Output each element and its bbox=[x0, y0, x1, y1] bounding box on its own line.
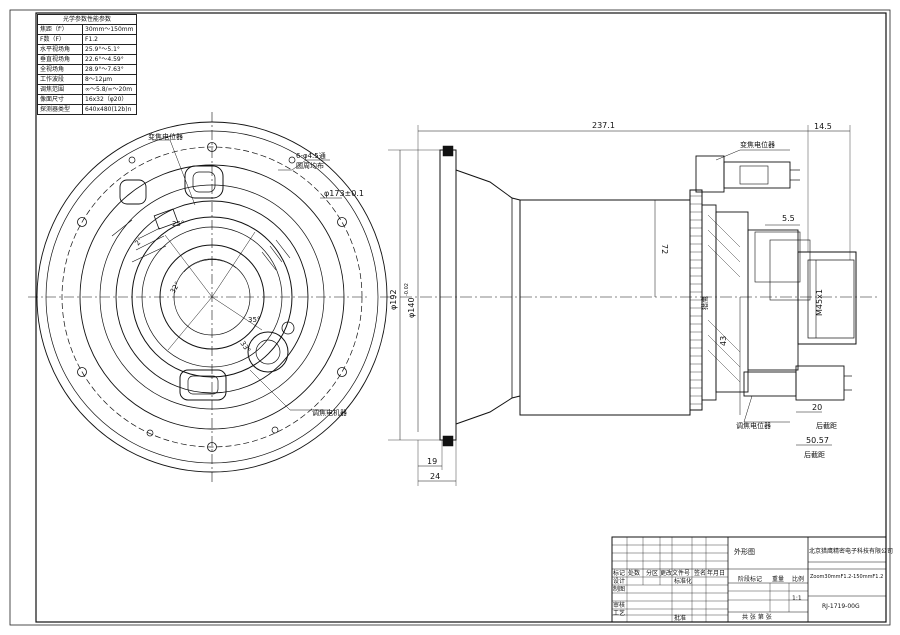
spec-key: F数（F） bbox=[37, 34, 83, 45]
front-focus-motor-label: 调焦电机器 bbox=[312, 408, 347, 417]
front-view bbox=[28, 112, 388, 482]
spec-value: 25.9°～5.1° bbox=[82, 44, 137, 55]
dim-50-57: 50.57 bbox=[806, 436, 829, 445]
dim-140: φ140 bbox=[407, 297, 416, 318]
dim-72: 72 bbox=[660, 244, 669, 254]
table-row: F数（F）F1.2 bbox=[37, 34, 137, 45]
dim-140-tol: -0.02 bbox=[404, 283, 410, 296]
front-zoom-pot-label: 变焦电位器 bbox=[148, 132, 183, 141]
spec-value: 16x32（φ20） bbox=[82, 94, 137, 105]
angle-25: 25° bbox=[172, 220, 184, 228]
inner-border bbox=[35, 12, 887, 623]
tb-label: 处数 bbox=[628, 570, 641, 577]
tb-label: 制图 bbox=[613, 586, 626, 593]
angle-35: 35° bbox=[248, 316, 260, 324]
tb-label: 批准 bbox=[674, 615, 687, 622]
brand-text: 猎鹰 bbox=[700, 296, 709, 310]
angle-2: 2° bbox=[133, 236, 144, 247]
tb-label: 标准化 bbox=[674, 578, 693, 585]
dim-5-5: 5.5 bbox=[782, 214, 795, 223]
spec-value: 640x480(12b)n bbox=[82, 104, 137, 115]
tb-label: 审核 bbox=[613, 602, 626, 609]
tb-label: 工艺 bbox=[613, 610, 626, 617]
spec-key: 水平视场角 bbox=[37, 44, 83, 55]
tb-label: 签名 bbox=[694, 570, 707, 577]
spec-value: 28.9°～7.63° bbox=[82, 64, 137, 75]
angle-33: 33° bbox=[238, 340, 252, 355]
spec-value: 8～12μm bbox=[82, 74, 137, 85]
back-focus-label-2: 后截距 bbox=[804, 450, 825, 459]
dim-192: φ192 bbox=[389, 289, 398, 310]
drawing-number: RJ-1719-00G bbox=[822, 603, 860, 610]
tb-label: 更改文件号 bbox=[660, 570, 691, 577]
weight-label: 重量 bbox=[772, 576, 785, 583]
sheet-label: 共 张 第 张 bbox=[742, 614, 772, 621]
dim-m45: M45x1 bbox=[815, 289, 824, 316]
spec-key: 全视场角 bbox=[37, 64, 83, 75]
spec-key: 调焦范围 bbox=[37, 84, 83, 95]
dim-24: 24 bbox=[430, 472, 440, 481]
diameter-note: φ173±0.1 bbox=[324, 189, 364, 198]
side-zoom-pot-label: 变焦电位器 bbox=[740, 140, 775, 149]
outer-border bbox=[9, 9, 891, 626]
hole-note-line2: 圆周均布 bbox=[296, 161, 324, 170]
tb-label: 标记 bbox=[613, 570, 626, 577]
company-name: 北京猎鹰精密电子科技有限公司 bbox=[809, 548, 894, 555]
spec-table-title: 光学参数性能参数 bbox=[37, 14, 137, 25]
scale-value: 1:1 bbox=[792, 595, 802, 602]
product-name: Zoom30mmF1.2-150mmF1.2 bbox=[810, 574, 884, 580]
spec-key: 探测器类型 bbox=[37, 104, 83, 115]
spec-key: 焦距（f'） bbox=[37, 24, 83, 35]
side-focus-pot-label: 调焦电位器 bbox=[736, 421, 771, 430]
drawing-name: 外形图 bbox=[734, 548, 755, 556]
tb-label: 年月日 bbox=[707, 570, 726, 577]
stage-label: 阶段标记 bbox=[738, 576, 763, 583]
angle-32: 32° bbox=[169, 280, 182, 295]
tb-label: 设计 bbox=[613, 578, 626, 585]
spec-table: 光学参数性能参数 焦距（f'）30mm～150mm F数（F）F1.2 水平视场… bbox=[37, 14, 137, 115]
tb-label: 分区 bbox=[646, 570, 659, 577]
spec-key: 工作波段 bbox=[37, 74, 83, 85]
offset-dim: 14.5 bbox=[814, 122, 832, 131]
dim-20: 20 bbox=[812, 403, 822, 412]
title-block: 外形图 北京猎鹰精密电子科技有限公司 Zoom30mmF1.2-150mmF1.… bbox=[612, 537, 893, 622]
scale-label: 比例 bbox=[792, 576, 805, 583]
spec-value: ∞～5.8/∞～20m bbox=[82, 84, 137, 95]
dim-19: 19 bbox=[427, 457, 437, 466]
spec-key: 像面尺寸 bbox=[37, 94, 83, 105]
spec-value: F1.2 bbox=[82, 34, 137, 45]
table-row: 调焦范围∞～5.8/∞～20m bbox=[37, 84, 137, 95]
spec-value: 22.6°～4.59° bbox=[82, 54, 137, 65]
side-view bbox=[380, 125, 880, 486]
hole-note-line1: 6-φ4.5通 bbox=[296, 151, 326, 160]
dim-43: 43 bbox=[719, 336, 728, 346]
spec-key: 垂直视场角 bbox=[37, 54, 83, 65]
spec-value: 30mm～150mm bbox=[82, 24, 137, 35]
title-block-lines bbox=[611, 536, 887, 623]
table-row: 焦距（f'）30mm～150mm bbox=[37, 24, 137, 35]
back-focus-label: 后截距 bbox=[816, 421, 837, 430]
length-dim: 237.1 bbox=[592, 121, 615, 130]
